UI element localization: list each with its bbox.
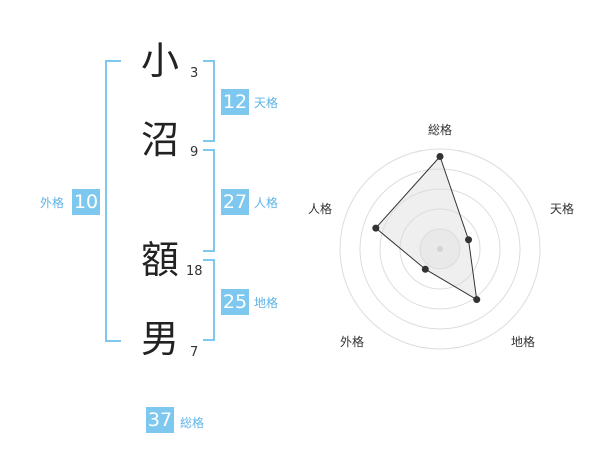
chikaku-bracket — [203, 259, 215, 341]
radar-point-4 — [372, 224, 380, 232]
radar-axis-label-1: 天格 — [550, 202, 575, 216]
stroke-count-3: 18 — [186, 264, 203, 279]
tenkaku-label: 天格 — [254, 96, 279, 110]
chikaku-badge: 25 — [221, 289, 249, 315]
name-char-3: 額 — [141, 238, 180, 282]
name-char-1: 小 — [141, 39, 180, 83]
soukaku-label: 総格 — [180, 416, 205, 430]
radar-point-2 — [473, 296, 481, 304]
radar-axis-label-0: 総格 — [428, 123, 453, 137]
radar-point-3 — [421, 265, 429, 273]
jinkaku-bracket — [203, 149, 215, 252]
name-char-2: 沼 — [141, 118, 180, 162]
radar-series-polygon — [375, 155, 478, 301]
radar-axis-label-2: 地格 — [511, 335, 536, 349]
soukaku-badge: 37 — [146, 407, 174, 433]
radar-axis-label-4: 人格 — [308, 202, 333, 216]
radar-axis-label-3: 外格 — [340, 335, 365, 349]
gaikaku-bracket — [105, 60, 121, 342]
stroke-count-2: 9 — [190, 145, 199, 160]
stroke-count-4: 7 — [190, 345, 199, 360]
tenkaku-badge: 12 — [221, 89, 249, 115]
radar-point-0 — [436, 153, 444, 160]
gaikaku-badge: 10 — [72, 189, 100, 215]
jinkaku-label: 人格 — [254, 196, 279, 210]
gaikaku-label: 外格 — [40, 196, 65, 210]
stroke-count-1: 3 — [190, 66, 199, 81]
radar-center — [437, 246, 443, 252]
chikaku-label: 地格 — [254, 296, 279, 310]
radar-point-1 — [465, 236, 473, 244]
jinkaku-badge: 27 — [221, 189, 249, 215]
name-char-4: 男 — [141, 317, 180, 361]
tenkaku-bracket — [203, 60, 215, 142]
